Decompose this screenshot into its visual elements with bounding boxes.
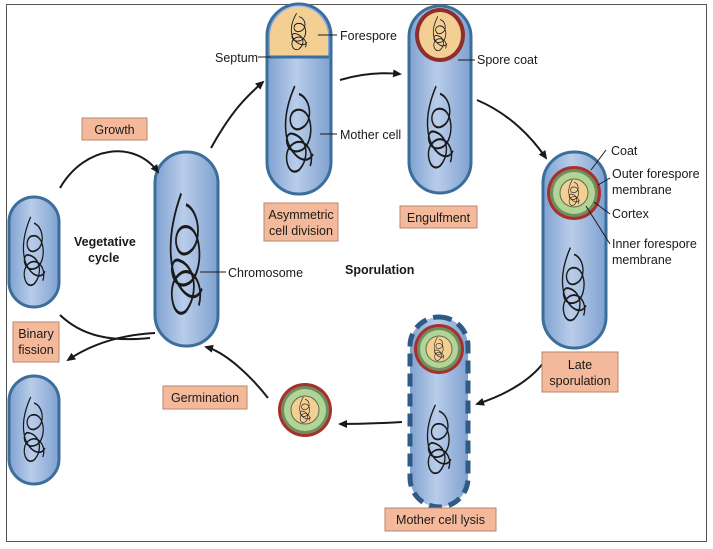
diagram-frame	[6, 4, 707, 542]
binary-fission-label-box: Binary fission	[12, 321, 60, 363]
cycle-arrows	[59, 69, 549, 428]
svg-text:fission: fission	[18, 343, 53, 357]
svg-text:Late: Late	[568, 358, 592, 372]
germination-label-box: Germination	[162, 385, 248, 410]
engulfment-cell	[407, 4, 475, 195]
svg-text:Asymmetric: Asymmetric	[268, 208, 333, 222]
inner-forespore-membrane-label-2: membrane	[612, 253, 672, 267]
forespore-label: Forespore	[340, 29, 397, 43]
outer-forespore-membrane-label: Outer forespore	[612, 167, 700, 181]
coat-label: Coat	[611, 144, 638, 158]
septum-label: Septum	[215, 51, 258, 65]
svg-text:cell division: cell division	[269, 224, 333, 238]
mother-cell-lysis-label-box: Mother cell lysis	[384, 507, 497, 532]
asymmetric-division-label-box: Asymmetric cell division	[263, 202, 339, 242]
mother-cell-lysis-cell	[407, 314, 471, 510]
cortex-label: Cortex	[612, 207, 650, 221]
vegetative-cycle-label: Vegetative	[74, 235, 136, 249]
mother-cell-label: Mother cell	[340, 128, 401, 142]
vegetative-cycle-label-2: cycle	[88, 251, 119, 265]
outer-forespore-membrane-label-2: membrane	[612, 183, 672, 197]
sporulation-label: Sporulation	[345, 263, 414, 277]
engulfment-label-box: Engulfment	[399, 205, 478, 229]
svg-text:Growth: Growth	[94, 123, 134, 137]
late-sporulation-label-box: Late sporulation	[541, 351, 619, 393]
growth-label-box: Growth	[81, 117, 148, 141]
free-spore	[278, 383, 332, 437]
inner-forespore-membrane-label: Inner forespore	[612, 237, 697, 251]
late-sporulation-cell	[541, 149, 611, 350]
spore-coat-label: Spore coat	[477, 53, 538, 67]
svg-text:Mother cell lysis: Mother cell lysis	[396, 513, 485, 527]
svg-text:sporulation: sporulation	[549, 374, 610, 388]
asymmetric-division-cell	[258, 2, 337, 196]
chromosome-label: Chromosome	[228, 266, 303, 280]
vegetative-cell-top	[7, 195, 61, 309]
svg-text:Germination: Germination	[171, 391, 239, 405]
growing-cell	[153, 150, 226, 348]
svg-text:Engulfment: Engulfment	[407, 211, 471, 225]
svg-text:Binary: Binary	[18, 327, 54, 341]
vegetative-cell-bottom	[7, 374, 61, 486]
